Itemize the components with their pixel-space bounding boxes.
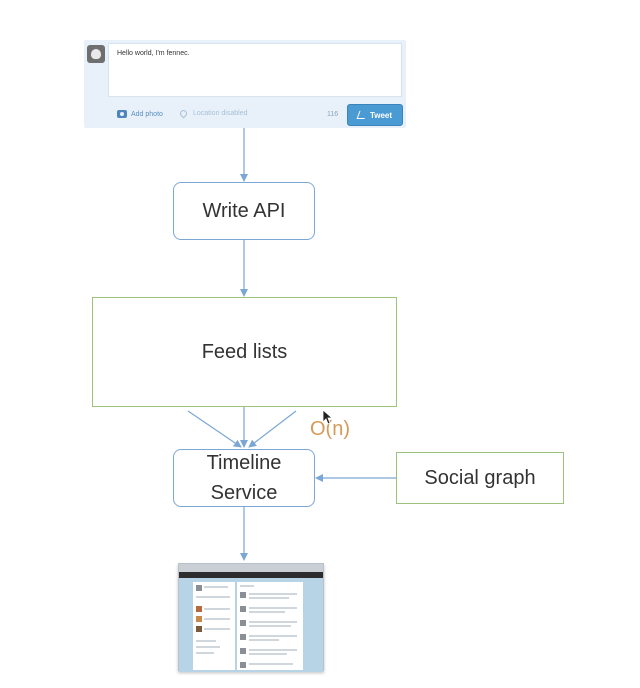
- social-graph-label: Social graph: [424, 466, 536, 489]
- social-graph-node: Social graph: [396, 452, 564, 504]
- arrow-feed-right-to-timeline: [248, 410, 297, 448]
- feed-lists-label: Feed lists: [201, 340, 288, 363]
- thumbnail-avatar: [196, 585, 202, 591]
- tweet-button[interactable]: Tweet: [347, 104, 403, 126]
- tweet-text: Hello world, I'm fennec.: [117, 50, 190, 57]
- timeline-label-line2: Service: [210, 482, 278, 504]
- mouse-cursor-icon: [322, 409, 332, 425]
- character-count: 116: [327, 111, 339, 118]
- feed-lists-node: Feed lists: [92, 297, 397, 407]
- add-photo-label: Add photo: [131, 110, 163, 118]
- add-photo-button[interactable]: Add photo: [117, 110, 163, 118]
- thumbnail-profile-column: [193, 582, 235, 670]
- write-api-node: Write API: [173, 182, 315, 240]
- timeline-label-line1: Timeline: [206, 452, 282, 474]
- thumbnail-navbar: [179, 572, 323, 578]
- thumbnail-window-chrome: [179, 564, 323, 572]
- complexity-label: O(n): [310, 418, 350, 440]
- location-label: Location disabled: [193, 110, 248, 117]
- arrow-feed-left-to-timeline: [187, 410, 242, 448]
- tweet-text-area[interactable]: Hello world, I'm fennec.: [108, 43, 402, 97]
- location-button[interactable]: Location disabled: [178, 108, 248, 119]
- avatar: [87, 45, 105, 63]
- thumbnail-tweets-column: [237, 582, 303, 670]
- tweet-button-label: Tweet: [369, 110, 393, 120]
- write-api-label: Write API: [202, 199, 286, 222]
- timeline-service-node: Timeline Service: [173, 449, 315, 507]
- camera-icon: [117, 110, 127, 118]
- browser-timeline-thumbnail: [178, 563, 324, 672]
